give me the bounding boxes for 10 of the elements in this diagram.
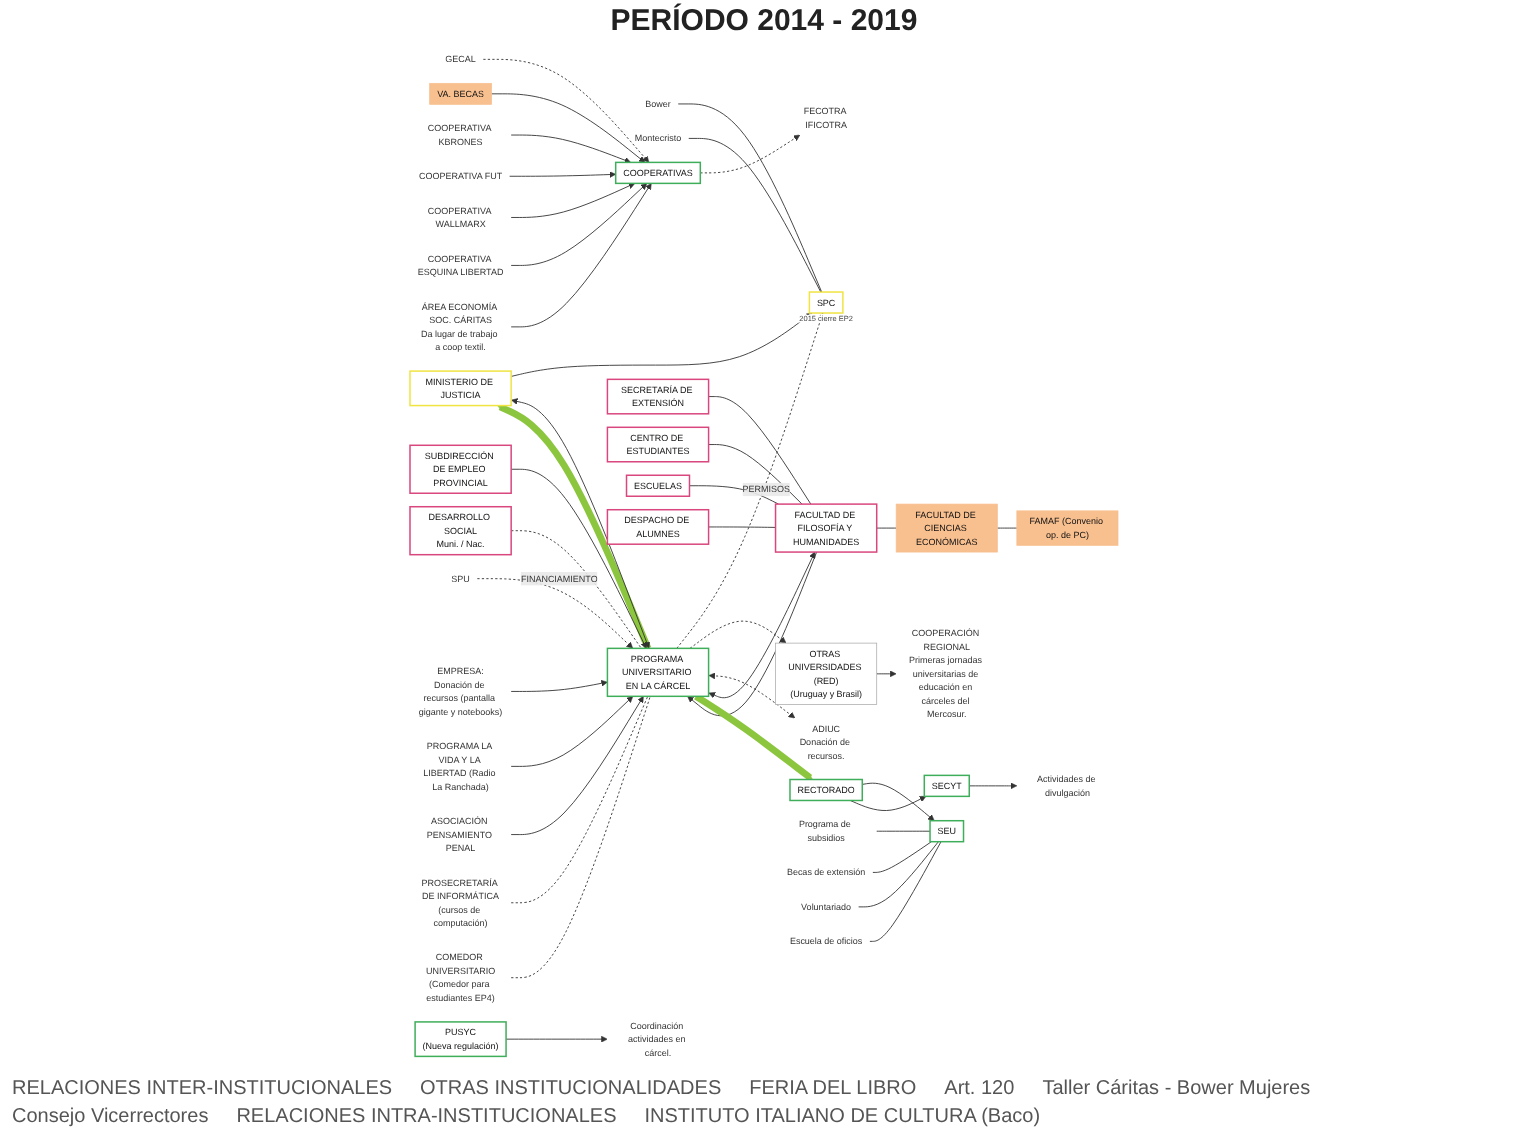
note-text: FERIA DEL LIBRO [749,1078,917,1102]
note-text: OTRAS INSTITUCIONALIDADES [420,1078,722,1102]
note-text: Consejo Vicerrectores [12,1106,209,1130]
note-text: RELACIONES INTER-INSTITUCIONALES [12,1078,393,1102]
note-text: RELACIONES INTRA-INSTITUCIONALES [236,1106,617,1130]
diagram-title: PERÍODO 2014 - 2019 [608,1,920,38]
note-text: INSTITUTO ITALIANO DE CULTURA (Baco) [644,1106,1041,1130]
note-text: Taller Cáritas - Bower Mujeres [1042,1078,1311,1102]
arrow [694,693,813,781]
note-text: Art. 120 [944,1078,1015,1102]
